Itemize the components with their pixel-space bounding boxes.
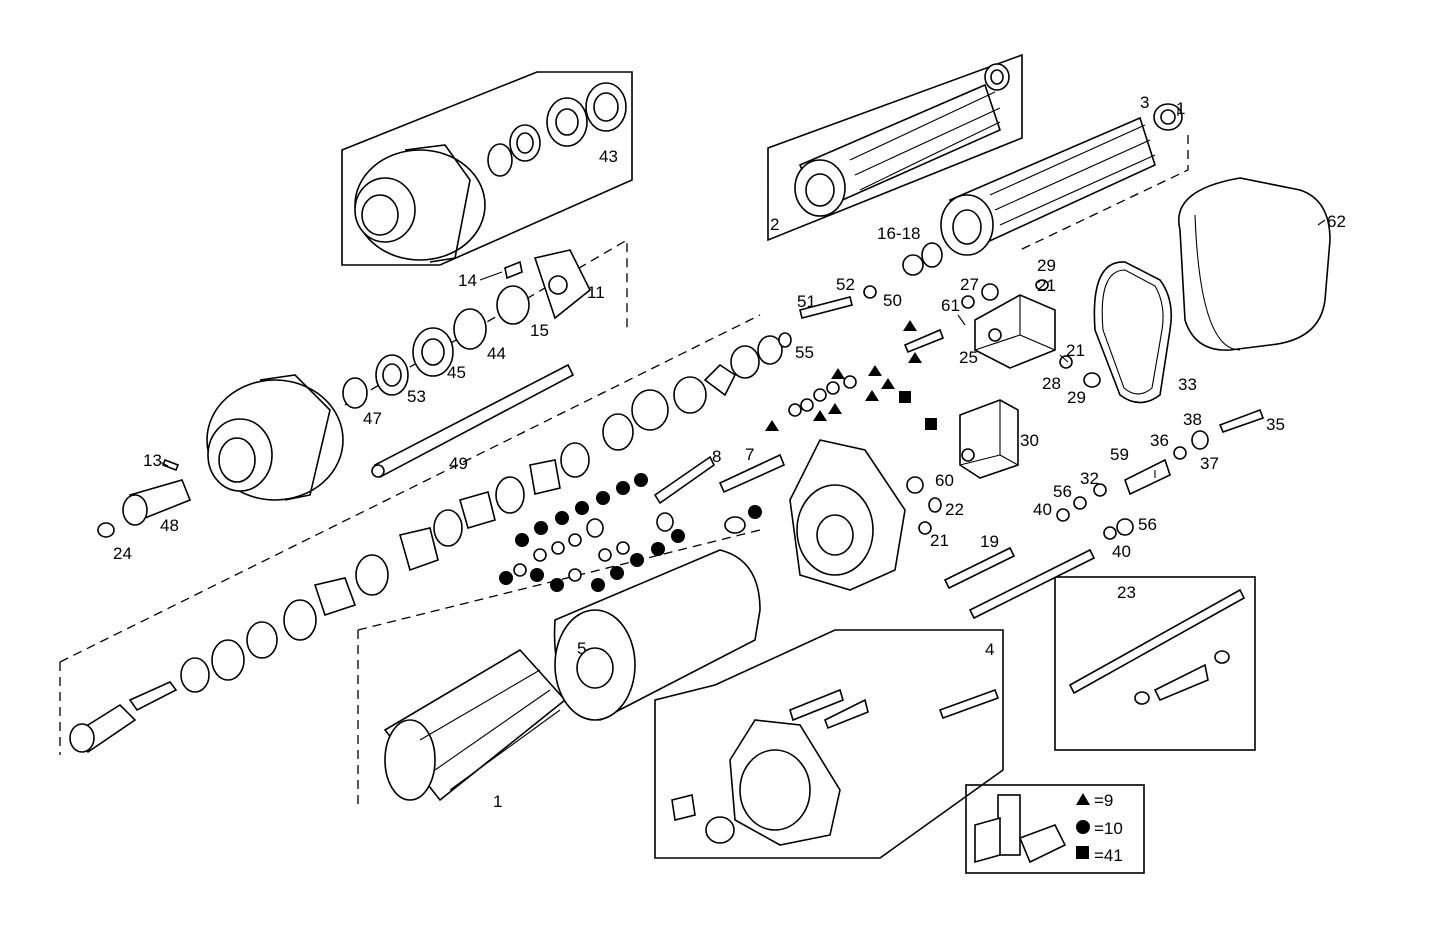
housing-left [206, 249, 592, 501]
callout-55: 55 [795, 343, 814, 362]
kit-box-23 [1054, 576, 1256, 751]
callout-11: 11 [587, 283, 605, 302]
callout-21: 21 [1066, 341, 1085, 360]
legend-circle-icon [1076, 820, 1090, 834]
callout-40: 40 [1033, 500, 1052, 519]
callout-60: 60 [935, 471, 954, 490]
callout-1: 1 [493, 792, 502, 811]
end-bracket-4 [671, 719, 841, 846]
callout-19: 19 [980, 532, 999, 551]
end-bracket [789, 439, 906, 591]
cover-62 [1178, 177, 1331, 351]
callout-29: 29 [1067, 388, 1086, 407]
armature-2 [794, 63, 1010, 217]
yoke-5 [553, 549, 761, 721]
field-coil-1 [383, 648, 567, 802]
callout-43: 43 [599, 147, 618, 166]
solenoid-25 [974, 294, 1056, 369]
callout-1: 1 [1176, 99, 1185, 118]
callout-36: 36 [1150, 431, 1169, 450]
legend-square-icon [1076, 846, 1089, 859]
callout-61: 61 [941, 296, 960, 315]
callout-62: 62 [1327, 212, 1346, 231]
callout-50: 50 [883, 291, 902, 310]
legend-label-41: =41 [1094, 846, 1123, 865]
housing-43 [354, 82, 627, 263]
callout-52: 52 [836, 275, 855, 294]
kit-box-2 [767, 53, 1023, 242]
callout-25: 25 [959, 348, 978, 367]
callout-59: 59 [1110, 445, 1129, 464]
small-washers [513, 375, 857, 582]
shaft-49 [371, 363, 575, 479]
callout-30: 30 [1020, 431, 1039, 450]
callout-labels: 1 1 2 3 4 5 7 8 11 13 14 15 16-18 19 21 … [113, 93, 1346, 811]
callout-28: 28 [1042, 374, 1061, 393]
callout-44: 44 [487, 344, 506, 363]
callout-22: 22 [945, 500, 964, 519]
callout-45: 45 [447, 363, 466, 382]
legend-box [965, 784, 1145, 874]
kit-box-43 [341, 71, 633, 266]
callout-56: 56 [1138, 515, 1157, 534]
callout-56: 56 [1053, 482, 1072, 501]
pinion-48 [97, 458, 192, 538]
brush-holder-30 [959, 399, 1019, 479]
callout-33: 33 [1178, 375, 1197, 394]
kit-box-4 [654, 629, 1004, 859]
callout-4: 4 [985, 640, 994, 659]
legend-label-9: =9 [1094, 791, 1113, 810]
drive-assembly [69, 335, 783, 754]
leader-lines [159, 108, 1326, 478]
callout-40: 40 [1112, 542, 1131, 561]
belt-33 [1093, 261, 1173, 404]
callout-7: 7 [745, 445, 754, 464]
callout-16-18: 16-18 [877, 224, 920, 243]
armature-main [940, 103, 1183, 256]
callout-23: 23 [1117, 583, 1136, 602]
callout-32: 32 [1080, 469, 1099, 488]
callout-51: 51 [797, 292, 816, 311]
legend-parts-illustration [974, 794, 1067, 864]
callout-48: 48 [160, 516, 179, 535]
callout-21: 21 [930, 531, 949, 550]
callout-3: 3 [1140, 93, 1149, 112]
callout-13: 13 [143, 451, 162, 470]
studs-and-bolts [653, 242, 1265, 730]
kit-10-circles [499, 473, 762, 592]
callout-15: 15 [530, 321, 549, 340]
callout-2: 2 [770, 215, 779, 234]
callout-29: 29 [1037, 256, 1056, 275]
legend-triangle-icon [1076, 793, 1090, 805]
callout-27: 27 [960, 275, 979, 294]
callout-53: 53 [407, 387, 426, 406]
callout-24: 24 [113, 544, 132, 563]
kit-9-triangles [765, 320, 922, 431]
callout-35: 35 [1266, 415, 1285, 434]
callout-47: 47 [363, 409, 382, 428]
callout-5: 5 [577, 639, 586, 658]
kit-41-squares [899, 391, 937, 430]
callout-49: 49 [449, 454, 468, 473]
callout-37: 37 [1200, 454, 1219, 473]
legend-label-10: =10 [1094, 819, 1123, 838]
callout-14: 14 [458, 271, 477, 290]
callout-8: 8 [712, 447, 721, 466]
callout-21: 21 [1037, 276, 1056, 295]
callout-38: 38 [1183, 410, 1202, 429]
